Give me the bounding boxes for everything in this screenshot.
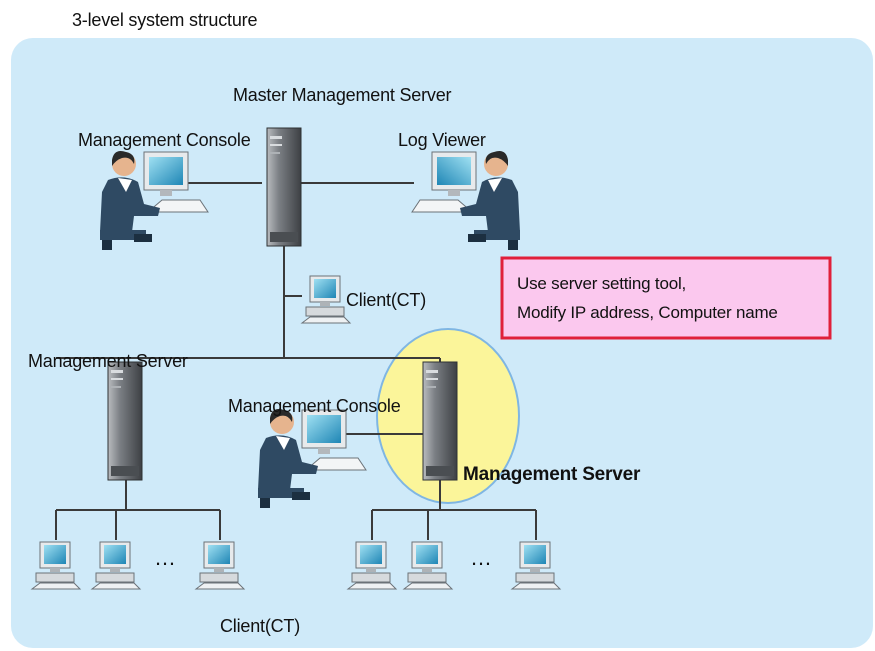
note-line-1: Use server setting tool, xyxy=(517,274,687,293)
right-server-icon xyxy=(422,361,458,481)
label-management-server-left: Management Server xyxy=(28,351,188,371)
label-management-server-right: Management Server xyxy=(463,464,641,485)
network-lines xyxy=(55,182,537,540)
label-client-top: Client(CT) xyxy=(346,290,427,310)
note-box xyxy=(500,256,832,340)
label-client-bottom: Client(CT) xyxy=(220,616,301,636)
note-line-2: Modify IP address, Computer name xyxy=(517,303,778,322)
dots-left: … xyxy=(154,545,176,570)
label-log-viewer: Log Viewer xyxy=(398,130,486,150)
left-server-icon xyxy=(107,361,143,481)
label-management-console-top: Management Console xyxy=(78,130,251,150)
dots-right: … xyxy=(470,545,492,570)
label-management-console-mid: Management Console xyxy=(228,396,401,416)
diagram-title: 3-level system structure xyxy=(72,10,258,30)
label-master-management-server: Master Management Server xyxy=(233,85,452,105)
master-server-icon xyxy=(266,127,302,247)
